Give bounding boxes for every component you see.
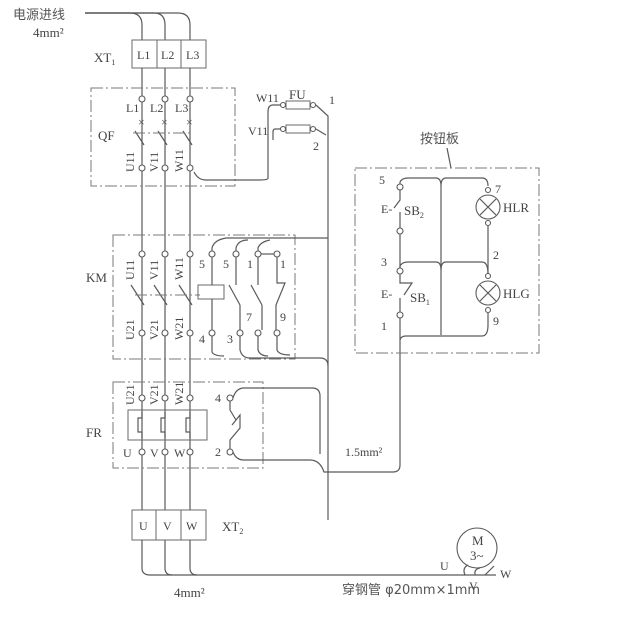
km-aux-top-1b: 1 [280,257,286,271]
sb1-label: SB1 [410,290,430,307]
thermal-relay-fr: FR U21 V21 W21 U V W 4 2 1.5mm² [86,340,401,473]
panel-node-1: 1 [381,319,387,333]
hlg-label: HLG [503,286,530,301]
km-bottom-u21: U21 [123,319,137,340]
svg-text:×: × [186,115,193,129]
km-top-w11: W11 [172,257,186,280]
km-top-v11: V11 [147,260,161,280]
xt2-terminal-v: V [163,519,172,533]
motor-terminal-w: W [500,567,512,581]
km-aux-top-5: 5 [223,257,229,271]
panel-node-3: 3 [381,255,387,269]
power-inlet-wire-size: 4mm² [33,25,64,40]
xt2-terminal-w: W [186,519,198,533]
button-panel-label: 按钮板 [420,132,459,147]
km-bottom-v21: V21 [147,319,161,340]
fr-contact-top: 4 [215,391,221,405]
xt2-terminal-u: U [139,519,148,533]
motor-type: 3~ [470,548,484,563]
power-inlet-label: 电源进线 [13,8,65,23]
km-top-u11: U11 [123,260,137,280]
km-coil-bottom: 4 [199,332,205,346]
svg-text:×: × [138,115,145,129]
svg-text:E-: E- [381,202,392,216]
qf-in-l3: L3 [175,101,188,115]
power-inlet: 电源进线 4mm² [13,8,191,40]
km-aux-bottom-9: 9 [280,310,286,324]
button-panel: 按钮板 5 E- SB2 3 E- SB1 1 7 HLR 2 HLG [354,132,540,354]
fu-w11: W11 [256,91,279,105]
hlr-label: HLR [503,200,529,215]
contactor-km: KM U11 V11 W11 U21 V21 W21 5 4 5 3 1 [86,234,329,367]
qf-out-u11: U11 [123,152,137,172]
fr-label: FR [86,425,102,440]
fr-heater-block [127,409,208,441]
conduit-spec: 穿钢管 φ20mm×1mm [342,582,480,598]
km-aux-bottom-3: 3 [227,332,233,346]
fuses-fu: FU W11 V11 1 2 [193,87,335,520]
panel-node-2: 2 [493,248,499,262]
xt1-label: XT1 [94,50,115,67]
breaker-qf: QF L1 L2 L3 × × × U11 V11 W11 [90,87,236,187]
terminal-block-xt2: U V W XT2 4mm² 穿钢管 φ20mm×1mm [131,509,480,600]
motor-label: M [472,533,484,548]
fu-out-1: 1 [329,93,335,107]
fr-top-v21: V21 [147,384,161,405]
fr-top-w21: W21 [172,382,186,405]
fr-bottom-w: W [174,446,186,460]
xt1-terminal-l2: L2 [161,48,174,62]
fr-contact-bottom: 2 [215,445,221,459]
km-bottom-w21: W21 [172,317,186,340]
qf-out-w11: W11 [172,149,186,172]
qf-out-v11: V11 [147,152,161,172]
fr-bottom-v: V [150,446,159,460]
terminal-block-xt1: XT1 L1 L2 L3 [94,39,207,69]
xt2-label: XT2 [222,519,243,536]
panel-node-9: 9 [493,314,499,328]
motor-terminal-u: U [440,559,449,573]
svg-text:×: × [161,115,168,129]
fu-label: FU [289,87,306,102]
sb2-label: SB2 [404,203,424,220]
fu-out-2: 2 [313,139,319,153]
panel-node-5: 5 [379,173,385,187]
xt1-terminal-l3: L3 [186,48,199,62]
motor-wire-size: 4mm² [174,585,205,600]
svg-text:E-: E- [381,287,392,301]
main-phase-lines [141,68,191,510]
xt1-terminal-l1: L1 [137,48,150,62]
qf-in-l1: L1 [126,101,139,115]
panel-node-7: 7 [495,182,501,196]
km-coil-top: 5 [199,257,205,271]
fu-v11: V11 [248,124,268,138]
km-coil [197,284,225,300]
control-wire-size: 1.5mm² [345,445,383,459]
km-aux-bottom-7: 7 [246,310,252,324]
qf-label: QF [98,128,115,143]
motor: M 3~ U V W [440,527,512,593]
fr-bottom-u: U [123,446,132,460]
qf-in-l2: L2 [150,101,163,115]
km-aux-top-1a: 1 [247,257,253,271]
km-label: KM [86,270,107,285]
motor-icon [456,527,498,569]
motor-terminal-v: V [469,579,478,593]
fr-top-u21: U21 [123,384,137,405]
